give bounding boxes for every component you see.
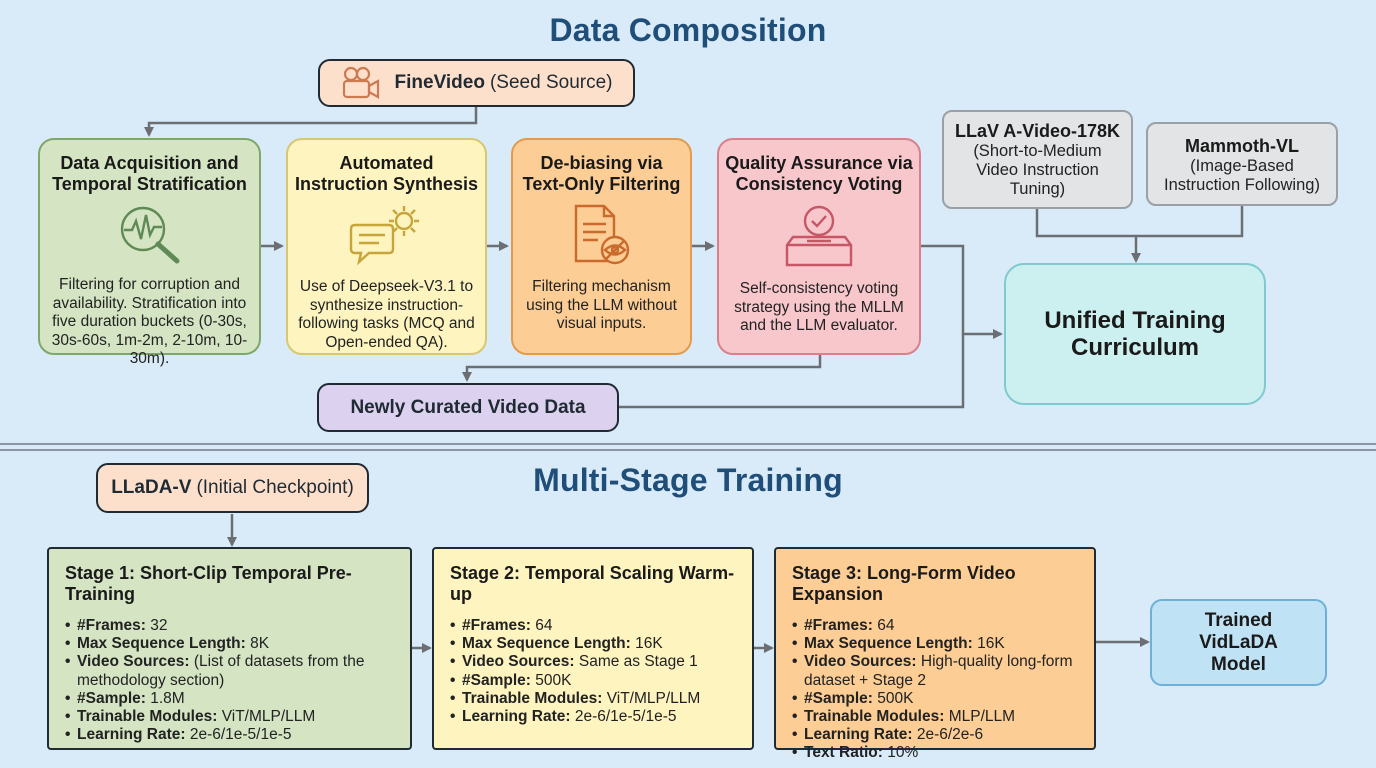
multi-stage-training-title: Multi-Stage Training (533, 462, 843, 498)
curated-title: Newly Curated Video Data (350, 396, 586, 418)
final-model-title: Trained VidLaDA Model (1199, 609, 1278, 675)
stage-1-box: Stage 1: Short-Clip Temporal Pre-Trainin… (47, 547, 412, 750)
stage-3-modules: Trainable Modules: MLP/LLM (792, 708, 1078, 726)
stage-3-list: #Frames: 64 Max Sequence Length: 16K Vid… (792, 617, 1078, 763)
synthesis-title: Automated Instruction Synthesis (294, 153, 479, 194)
seed-to-acquisition-arrow (144, 106, 478, 137)
stage-2-samples: #Sample: 500K (450, 672, 736, 690)
llava-merge-line (1035, 206, 1244, 238)
mammoth-vl-box: Mammoth-VL (Image-Based Instruction Foll… (1146, 122, 1338, 206)
stage-1-samples: #Sample: 1.8M (65, 690, 394, 708)
stage-2-box: Stage 2: Temporal Scaling Warm-up #Frame… (432, 547, 754, 750)
quality-assurance-box: Quality Assurance via Consistency Voting… (717, 138, 921, 355)
curated-video-data-box: Newly Curated Video Data (317, 383, 619, 432)
stage-1-title: Stage 1: Short-Clip Temporal Pre-Trainin… (65, 563, 352, 604)
stage-1-learning-rate: Learning Rate: 2e-6/1e-5/1e-5 (65, 726, 394, 744)
video-camera-icon (341, 66, 381, 100)
stage-3-box: Stage 3: Long-Form Video Expansion #Fram… (774, 547, 1096, 763)
debiasing-title: De-biasing via Text-Only Filtering (522, 153, 681, 194)
stage-3-frames: #Frames: 64 (792, 617, 1078, 635)
stage-2-frames: #Frames: 64 (450, 617, 736, 635)
stage-3-learning-rate: Learning Rate: 2e-6/2e-6 (792, 726, 1078, 744)
stage-2-seq-length: Max Sequence Length: 16K (450, 635, 736, 653)
stage-1-video-sources: Video Sources: (List of datasets from th… (65, 653, 394, 689)
llada-v-checkpoint-box: LLaDA-V (Initial Checkpoint) (96, 463, 369, 513)
stage-3-samples: #Sample: 500K (792, 690, 1078, 708)
finevideo-name: FineVideo (394, 72, 485, 93)
synthesis-description: Use of Deepseek-V3.1 to synthesize instr… (298, 278, 475, 351)
checkpoint-note: (Initial Checkpoint) (196, 477, 354, 498)
debiasing-box: De-biasing via Text-Only Filtering Filte… (511, 138, 692, 355)
stage-1-modules: Trainable Modules: ViT/MLP/LLM (65, 708, 394, 726)
checkpoint-name: LLaDA-V (111, 477, 192, 498)
quality-title: Quality Assurance via Consistency Voting (725, 153, 913, 194)
stage-2-video-sources: Video Sources: Same as Stage 1 (450, 653, 736, 671)
instruction-synthesis-box: Automated Instruction Synthesis Use of D… (286, 138, 487, 355)
data-composition-title: Data Composition (549, 12, 827, 48)
quality-to-unified-arrow (921, 244, 1003, 339)
finevideo-seed-box: FineVideo (Seed Source) (318, 59, 635, 107)
stage-3-video-sources: Video Sources: High-quality long-form da… (792, 653, 1078, 689)
magnifier-waveform-icon (115, 203, 185, 270)
stage-1-frames: #Frames: 32 (65, 617, 394, 635)
document-eye-off-icon (572, 203, 632, 272)
debiasing-description: Filtering mechanism using the LLM withou… (526, 278, 677, 332)
ballot-box-check-icon (783, 203, 855, 274)
quality-description: Self-consistency voting strategy using t… (734, 280, 904, 334)
llava-title: LLaV A-Video-178K (954, 121, 1121, 141)
acquisition-title: Data Acquisition and Temporal Stratifica… (52, 153, 247, 194)
acquisition-description: Filtering for corruption and availabilit… (51, 276, 248, 367)
unified-title: Unified Training Curriculum (1044, 307, 1226, 361)
stage-1-seq-length: Max Sequence Length: 8K (65, 635, 394, 653)
stage-1-list: #Frames: 32 Max Sequence Length: 8K Vide… (65, 617, 394, 745)
unified-training-curriculum-box: Unified Training Curriculum (1004, 263, 1266, 405)
stage-2-learning-rate: Learning Rate: 2e-6/1e-5/1e-5 (450, 708, 736, 726)
stage-2-title: Stage 2: Temporal Scaling Warm-up (450, 563, 735, 604)
stage-3-text-ratio: Text Ratio: 10% (792, 744, 1078, 762)
quality-to-curated-arrow (462, 355, 822, 382)
stage-3-seq-length: Max Sequence Length: 16K (792, 635, 1078, 653)
mammoth-description: (Image-Based Instruction Following) (1164, 157, 1320, 194)
mammoth-title: Mammoth-VL (1185, 136, 1299, 156)
trained-vidlada-model-box: Trained VidLaDA Model (1150, 599, 1327, 686)
chat-gear-icon (349, 203, 425, 272)
llava-video-box: LLaV A-Video-178K (Short-to-Medium Video… (942, 110, 1133, 209)
section-divider-top (0, 443, 1376, 445)
curated-to-unified-line (619, 334, 965, 409)
stage-3-title: Stage 3: Long-Form Video Expansion (792, 563, 1016, 604)
section-divider-bottom (0, 449, 1376, 451)
stage-2-list: #Frames: 64 Max Sequence Length: 16K Vid… (450, 617, 736, 726)
finevideo-note: (Seed Source) (489, 72, 613, 93)
stage-2-modules: Trainable Modules: ViT/MLP/LLM (450, 690, 736, 708)
acquisition-stratification-box: Data Acquisition and Temporal Stratifica… (38, 138, 261, 367)
llava-description: (Short-to-Medium Video Instruction Tunin… (973, 142, 1102, 198)
